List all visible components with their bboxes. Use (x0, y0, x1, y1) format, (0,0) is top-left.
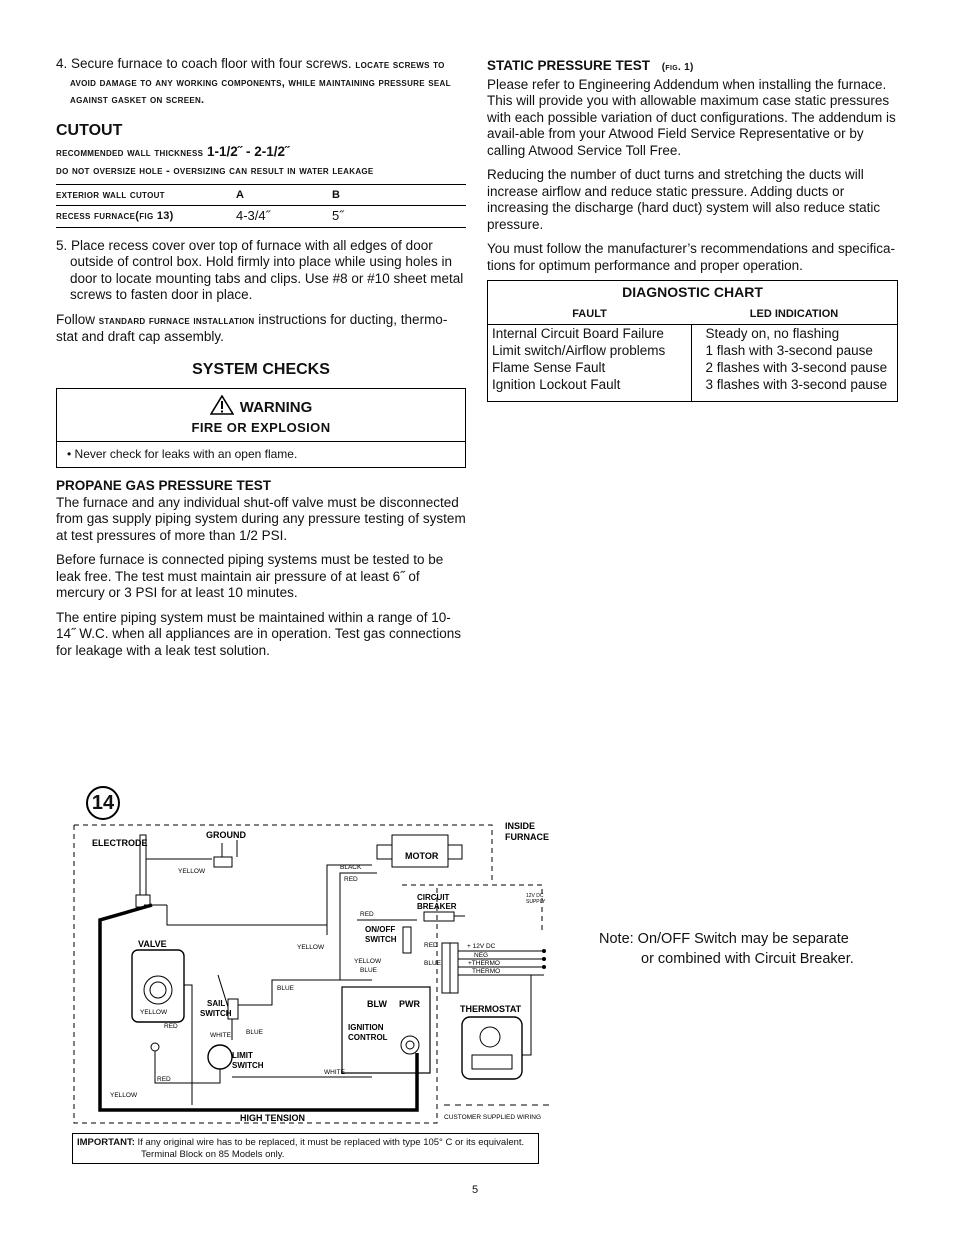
svg-text:RED: RED (424, 942, 438, 949)
svg-text:BLUE: BLUE (277, 985, 295, 992)
diagnostic-chart: DIAGNOSTIC CHART FAULT LED INDICATION In… (487, 280, 898, 402)
label-thermostat: THERMOSTAT (460, 1004, 522, 1014)
propane-p3: The entire piping system must be maintai… (56, 609, 461, 658)
svg-text:CONTROL: CONTROL (348, 1033, 388, 1042)
svg-text:+THERMO: +THERMO (468, 960, 500, 967)
svg-text:RED: RED (360, 911, 374, 918)
svg-text:YELLOW: YELLOW (140, 1009, 168, 1016)
propane-p1: The furnace and any individual shut-off … (56, 494, 466, 543)
propane-p2: Before furnace is connected piping syste… (56, 552, 444, 600)
svg-text:SWITCH: SWITCH (365, 935, 397, 944)
svg-text:BLUE: BLUE (360, 967, 378, 974)
static-p2: Reducing the number of duct turns and st… (487, 167, 881, 232)
svg-text:THERMO: THERMO (472, 968, 500, 975)
page-number: 5 (472, 1184, 479, 1196)
important-note: IMPORTANT: If any original wire has to b… (72, 1133, 539, 1164)
svg-text:CIRCUIT: CIRCUIT (417, 893, 450, 902)
label-electrode: ELECTRODE (92, 838, 148, 848)
svg-text:SUPPLY: SUPPLY (526, 899, 546, 905)
svg-text:SAIL: SAIL (207, 999, 225, 1008)
svg-text:YELLOW: YELLOW (178, 868, 206, 875)
svg-text:RED: RED (164, 1023, 178, 1030)
static-p1: Please refer to Engineering Addendum whe… (487, 76, 896, 158)
svg-text:WHITE: WHITE (324, 1069, 346, 1076)
label-high-tension: HIGH TENSION (240, 1113, 305, 1123)
svg-text:BLW: BLW (367, 999, 388, 1009)
svg-text:SWITCH: SWITCH (200, 1009, 232, 1018)
svg-text:BLUE: BLUE (246, 1029, 264, 1036)
system-checks-heading: SYSTEM CHECKS (192, 360, 330, 378)
svg-text:RED: RED (344, 876, 358, 883)
propane-heading: PROPANE GAS PRESSURE TEST (56, 478, 272, 493)
label-inside: INSIDE (505, 821, 535, 831)
svg-text:BLUE: BLUE (424, 960, 442, 967)
svg-text:WHITE: WHITE (210, 1032, 232, 1039)
oversize-warning: do not oversize hole - oversizing can re… (56, 165, 374, 177)
step-4: 4. Secure furnace to coach floor with fo… (56, 56, 451, 106)
wall-thickness: recommended wall thickness 1-1/2˝ - 2-1/… (56, 143, 290, 159)
switch-note: Note: On/OFF Switch may be separate or c… (599, 931, 854, 967)
svg-text:YELLOW: YELLOW (354, 958, 382, 965)
label-customer-wiring: CUSTOMER SUPPLIED WIRING (444, 1114, 541, 1121)
svg-text:+ 12V DC: + 12V DC (467, 943, 496, 950)
follow-instructions: Follow standard furnace installation ins… (56, 311, 448, 345)
warning-box: WARNING FIRE OR EXPLOSION • Never check … (56, 387, 466, 468)
label-ground: GROUND (206, 830, 246, 840)
svg-text:SWITCH: SWITCH (232, 1061, 264, 1070)
cutout-heading: CUTOUT (56, 121, 123, 139)
svg-text:BREAKER: BREAKER (417, 902, 457, 911)
svg-text:LIMIT: LIMIT (232, 1051, 253, 1060)
left-column: 4. Secure furnace to coach floor with fo… (56, 56, 466, 667)
svg-text:12V DC: 12V DC (526, 893, 544, 899)
right-column: STATIC PRESSURE TEST (fig. 1) Please ref… (487, 58, 898, 402)
label-motor: MOTOR (405, 851, 439, 861)
svg-text:IGNITION: IGNITION (348, 1023, 384, 1032)
static-heading: STATIC PRESSURE TEST (fig. 1) (487, 58, 694, 73)
svg-text:PWR: PWR (399, 999, 420, 1009)
cutout-table: exterior wall cutout A B recess furnace(… (56, 183, 466, 228)
step-5: 5. Place recess cover over top of furnac… (56, 237, 464, 303)
svg-text:NEG: NEG (474, 952, 488, 959)
svg-text:BLACK: BLACK (340, 864, 362, 871)
label-furnace: FURNACE (505, 832, 549, 842)
label-valve: VALVE (138, 939, 167, 949)
svg-text:ON/OFF: ON/OFF (365, 925, 395, 934)
step-4-caution: locate screws to avoid damage to any wor… (70, 59, 451, 106)
figure-number: 14 (86, 786, 120, 820)
wiring-diagram: ELECTRODE GROUND INSIDE FURNACE YELLOW M… (73, 821, 550, 1124)
warning-triangle-icon (209, 394, 234, 415)
static-p3: You must follow the manufacturer’s recom… (487, 241, 895, 273)
svg-text:YELLOW: YELLOW (110, 1092, 138, 1099)
svg-text:RED: RED (157, 1076, 171, 1083)
svg-text:YELLOW: YELLOW (297, 944, 325, 951)
